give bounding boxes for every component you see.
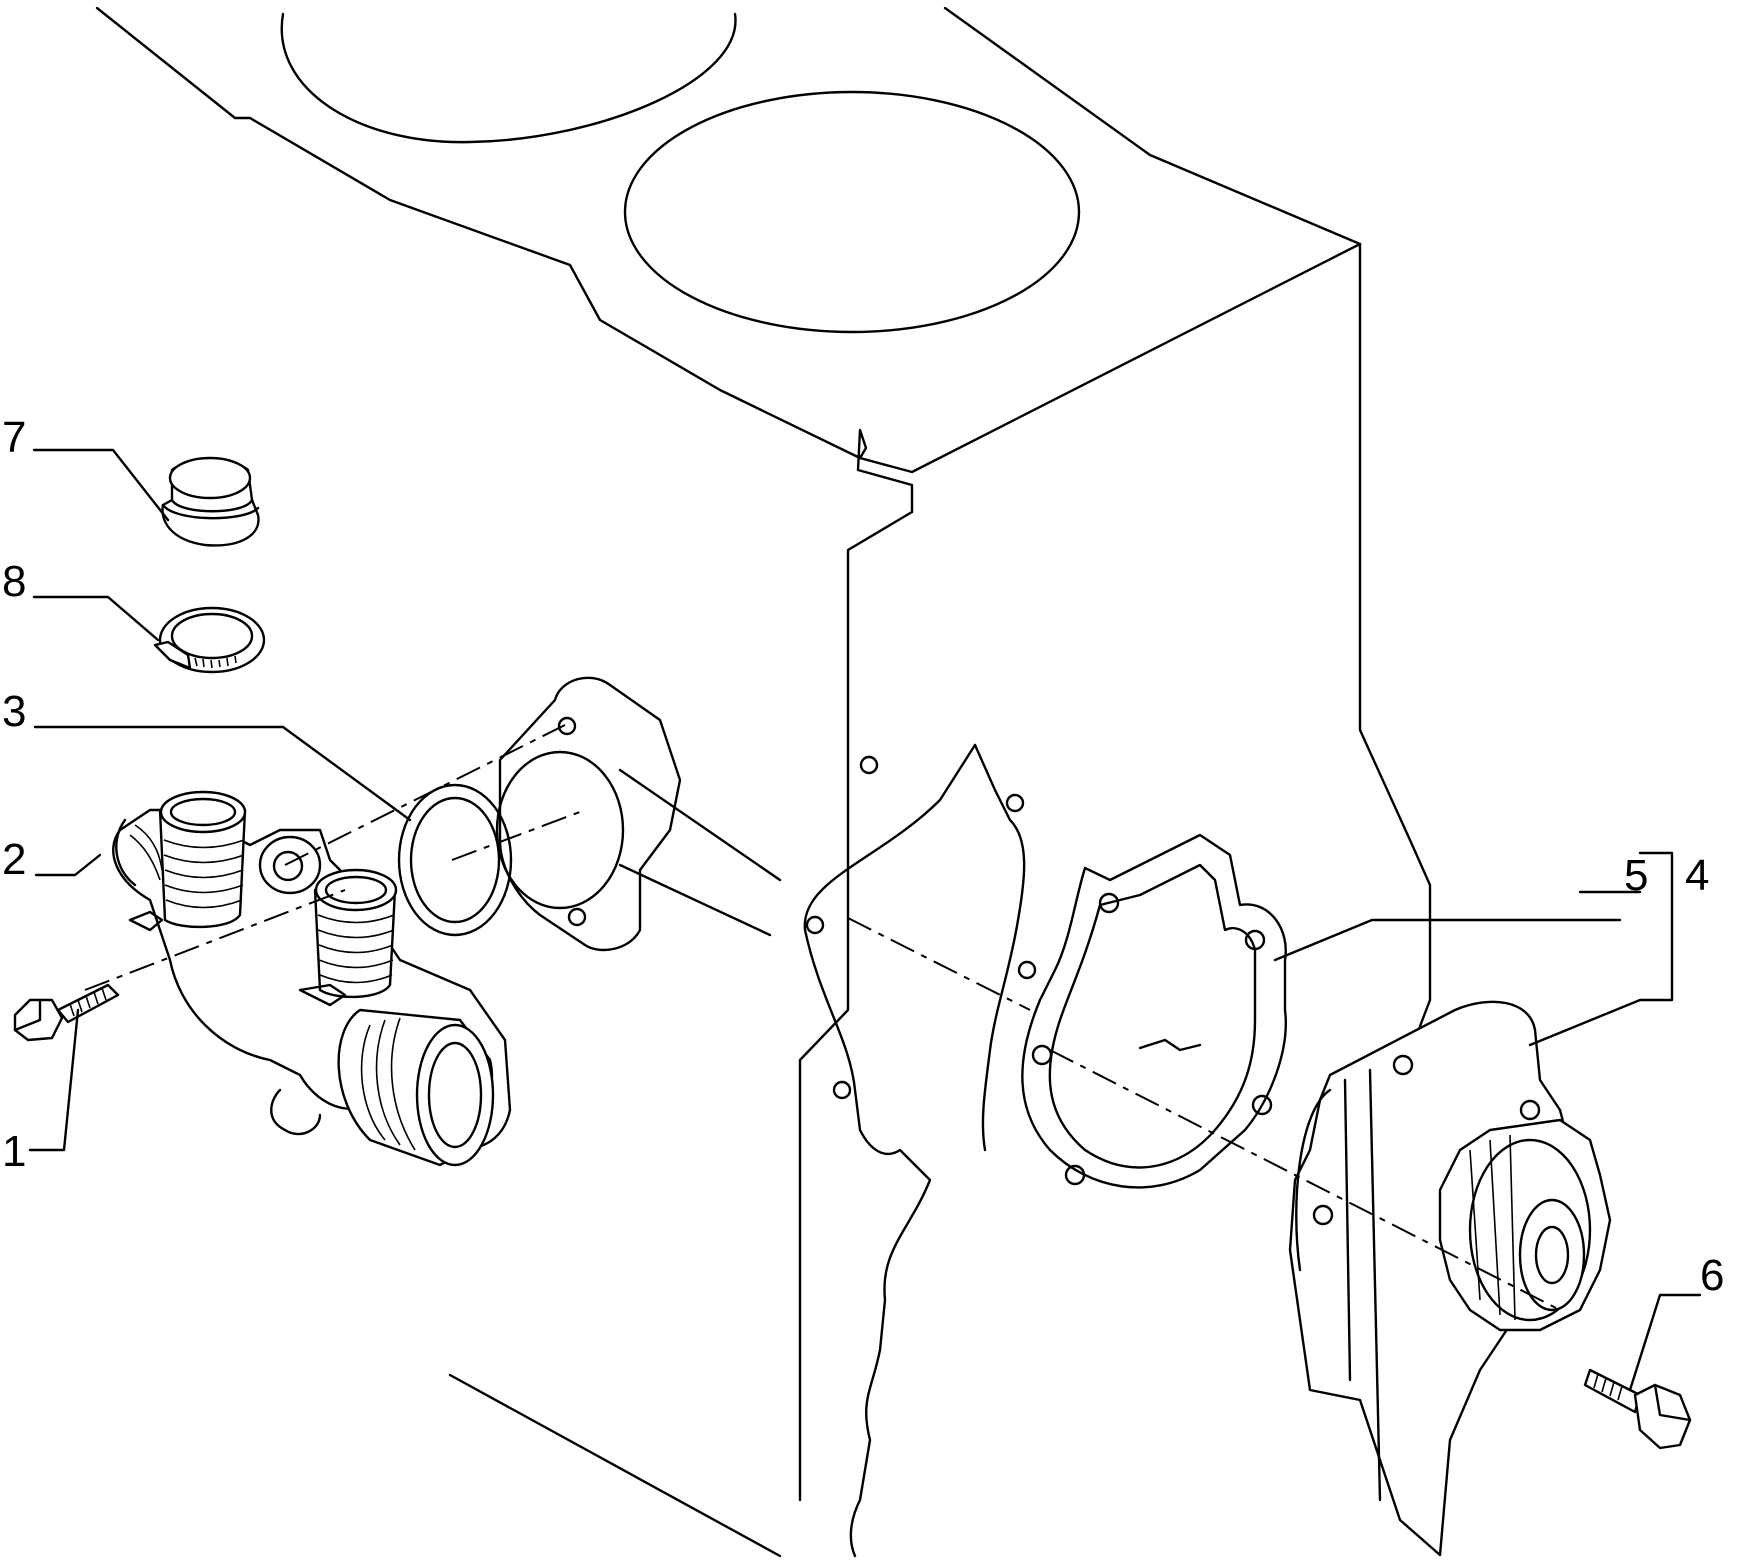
bolt-thermostat <box>13 983 120 1042</box>
bolt-pump <box>1583 1368 1692 1450</box>
hose-clamp <box>153 606 266 674</box>
callout-leaders <box>28 448 1702 1392</box>
callout-6: 6 <box>1700 1251 1724 1300</box>
callout-4: 4 <box>1685 851 1709 900</box>
cap <box>161 456 260 547</box>
callout-1: 1 <box>2 1127 26 1176</box>
assembly-axes <box>84 724 1561 1311</box>
o-ring-seal <box>397 783 513 937</box>
callout-3: 3 <box>2 687 26 736</box>
block-flange <box>495 676 782 952</box>
callout-5: 5 <box>1624 851 1648 900</box>
callout-labels: 1 2 3 4 5 6 7 8 <box>2 413 1724 1300</box>
pump-gasket <box>1021 833 1287 1189</box>
engine-block <box>95 6 1432 1558</box>
callout-7: 7 <box>2 413 26 462</box>
pump-pulley <box>1438 1118 1612 1332</box>
thermostat-housing <box>112 790 512 1167</box>
callout-2: 2 <box>2 835 26 884</box>
callout-8: 8 <box>2 557 26 606</box>
water-pump <box>1288 1000 1612 1557</box>
